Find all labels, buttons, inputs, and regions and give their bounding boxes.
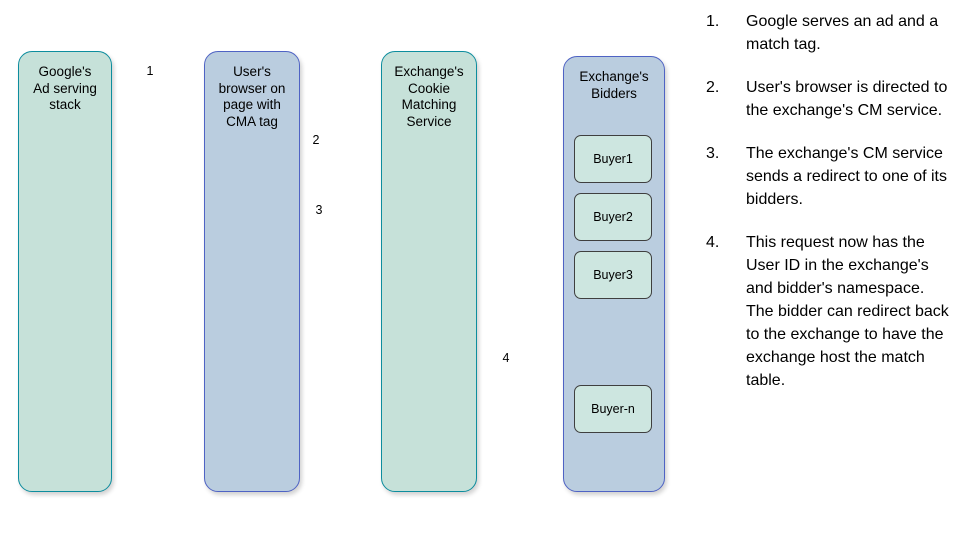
step-text: The exchange's CM service sends a redire… bbox=[746, 145, 947, 208]
step-number: 4. bbox=[706, 234, 720, 251]
flow-box-label: User's browser on page with CMA tag bbox=[218, 64, 286, 129]
step-text: Google serves an ad and a match tag. bbox=[746, 13, 939, 53]
list-item: 2. User's browser is directed to the exc… bbox=[706, 76, 952, 122]
step-number: 3. bbox=[706, 145, 720, 162]
flow-box-google-ad-serving-stack[interactable]: Google's Ad serving stack bbox=[18, 51, 112, 492]
step-text: User's browser is directed to the exchan… bbox=[746, 79, 948, 119]
buyer-box-label: Buyer2 bbox=[593, 210, 633, 224]
arrow-2-label: 2 bbox=[312, 133, 320, 147]
buyer-box-2[interactable]: Buyer2 bbox=[574, 193, 652, 241]
flow-box-user-browser[interactable]: User's browser on page with CMA tag bbox=[204, 51, 300, 492]
arrow-4-label: 4 bbox=[502, 351, 510, 365]
arrow-3-label: 3 bbox=[315, 203, 323, 217]
flow-box-exchange-cookie-matching-service[interactable]: Exchange's Cookie Matching Service bbox=[381, 51, 477, 492]
buyer-box-3[interactable]: Buyer3 bbox=[574, 251, 652, 299]
step-number: 1. bbox=[706, 13, 720, 30]
buyer-box-label: Buyer1 bbox=[593, 152, 633, 166]
flow-box-label: Exchange's Bidders bbox=[579, 69, 649, 101]
buyer-box-label: Buyer3 bbox=[593, 268, 633, 282]
step-list: 1. Google serves an ad and a match tag. … bbox=[706, 10, 952, 412]
step-text: This request now has the User ID in the … bbox=[746, 234, 949, 389]
list-item: 1. Google serves an ad and a match tag. bbox=[706, 10, 952, 56]
list-item: 3. The exchange's CM service sends a red… bbox=[706, 142, 952, 211]
step-number: 2. bbox=[706, 79, 720, 96]
buyer-box-1[interactable]: Buyer1 bbox=[574, 135, 652, 183]
buyer-box-n[interactable]: Buyer-n bbox=[574, 385, 652, 433]
flow-box-label: Exchange's Cookie Matching Service bbox=[394, 64, 464, 129]
list-item: 4. This request now has the User ID in t… bbox=[706, 231, 952, 392]
arrow-1-label: 1 bbox=[146, 64, 154, 78]
buyer-box-label: Buyer-n bbox=[591, 402, 635, 416]
flow-box-label: Google's Ad serving stack bbox=[33, 64, 97, 112]
